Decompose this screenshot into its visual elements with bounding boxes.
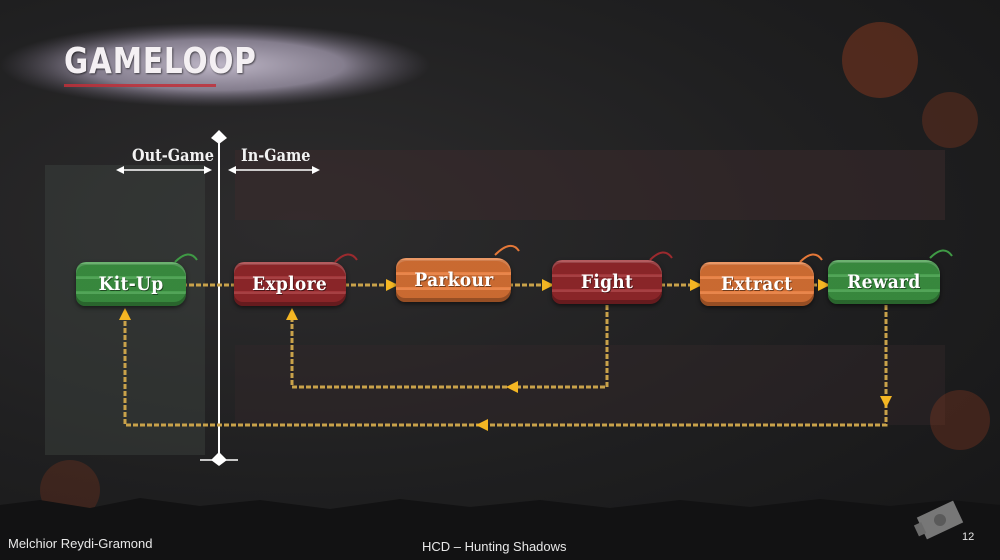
loop-fight-to-explore: [290, 305, 609, 389]
footer-subtitle: HCD – Hunting Shadows: [422, 539, 567, 554]
bg-splash: [922, 92, 978, 148]
node-kit-up: Kit-Up: [76, 262, 186, 306]
arrow-up-icon: [119, 308, 131, 320]
divider-ornament-bottom: [211, 452, 227, 466]
arrow-right-icon: [542, 279, 554, 291]
arrow-left-icon: [476, 419, 488, 431]
node-label: Explore: [252, 273, 328, 295]
title-underline: [64, 84, 216, 87]
bg-block: [235, 150, 945, 220]
arrow-down-icon: [880, 396, 892, 408]
bg-block: [235, 345, 945, 425]
node-label: Reward: [847, 271, 921, 293]
corner-emblem-icon: [913, 500, 964, 540]
out-game-bracket: [116, 166, 212, 174]
footer-author: Melchior Reydi-Gramond: [8, 536, 153, 551]
fuse-decorations: [174, 244, 953, 263]
node-label: Parkour: [413, 269, 494, 291]
node-explore: Explore: [234, 262, 346, 306]
arrow-right-icon: [386, 279, 398, 291]
node-label: Extract: [721, 273, 793, 295]
node-fight: Fight: [552, 260, 662, 304]
arrow-up-icon: [286, 308, 298, 320]
slide-title: GAMELOOP: [64, 41, 257, 82]
node-label: Fight: [580, 271, 634, 293]
bg-splash: [930, 390, 990, 450]
node-parkour: Parkour: [396, 258, 511, 302]
out-game-label: Out-Game: [132, 146, 214, 166]
in-game-bracket: [228, 166, 320, 174]
divider-ornament-top: [211, 130, 227, 144]
bg-splash: [842, 22, 918, 98]
page-number: 12: [962, 531, 975, 543]
arrow-left-icon: [506, 381, 518, 393]
loop-reward-to-kitup: [123, 305, 888, 427]
arrow-right-icon: [818, 279, 830, 291]
flow-arrows: [119, 279, 892, 431]
node-extract: Extract: [700, 262, 814, 306]
title-block: GAMELOOP: [64, 41, 299, 87]
footer-band: [0, 498, 1000, 560]
node-reward: Reward: [828, 260, 940, 304]
node-label: Kit-Up: [98, 273, 164, 295]
arrow-right-icon: [690, 279, 702, 291]
in-game-label: In-Game: [241, 146, 311, 166]
